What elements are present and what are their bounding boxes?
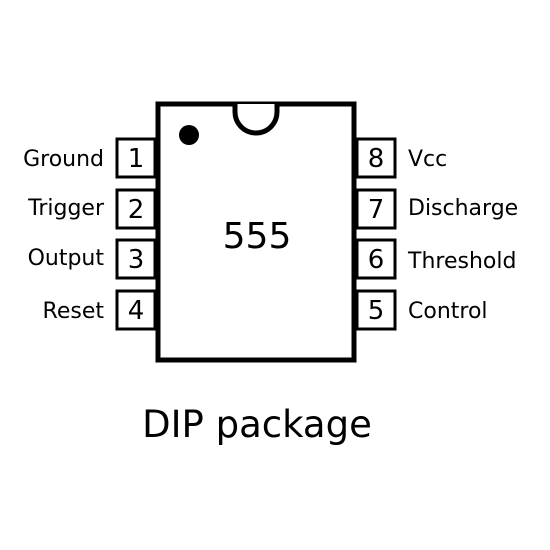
pin-box bbox=[115, 289, 157, 331]
pin-6: 6 Threshold bbox=[355, 238, 516, 280]
pin-box bbox=[115, 137, 157, 179]
pin-number: 5 bbox=[368, 296, 385, 326]
pin1-indicator-dot bbox=[179, 125, 199, 145]
pin-number: 3 bbox=[128, 245, 145, 275]
pin-8: 8 Vcc bbox=[355, 137, 447, 179]
pin-2: 2 Trigger bbox=[27, 188, 157, 230]
chip-name: 555 bbox=[223, 216, 292, 257]
pin-5: 5 Control bbox=[355, 289, 488, 331]
pin-label: Control bbox=[408, 299, 488, 324]
orientation-notch bbox=[232, 104, 280, 136]
pin-number: 2 bbox=[128, 195, 145, 225]
right-pins: 8 Vcc 7 Discharge 6 Threshold 5 Control bbox=[355, 137, 518, 331]
pin-box bbox=[355, 289, 397, 331]
pin-box bbox=[115, 188, 157, 230]
pin-number: 4 bbox=[128, 296, 145, 326]
pin-label: Trigger bbox=[27, 196, 105, 221]
pin-label: Ground bbox=[23, 147, 104, 172]
package-caption: DIP package bbox=[142, 403, 372, 446]
pin-label: Vcc bbox=[408, 147, 447, 172]
pin-1: 1 Ground bbox=[23, 137, 157, 179]
pin-number: 8 bbox=[368, 144, 385, 174]
pin-number: 6 bbox=[368, 245, 385, 275]
pin-box bbox=[355, 188, 397, 230]
chip-body bbox=[155, 101, 357, 363]
pin-label: Reset bbox=[43, 299, 105, 324]
pin-7: 7 Discharge bbox=[355, 188, 518, 230]
pin-3: 3 Output bbox=[28, 238, 157, 280]
pin-number: 1 bbox=[128, 144, 145, 174]
pin-label: Threshold bbox=[407, 249, 516, 274]
pin-box bbox=[355, 238, 397, 280]
pin-box bbox=[115, 238, 157, 280]
pin-number: 7 bbox=[368, 195, 385, 225]
pin-box bbox=[355, 137, 397, 179]
pin-4: 4 Reset bbox=[43, 289, 157, 331]
pin-label: Discharge bbox=[408, 196, 518, 221]
left-pins: 1 Ground 2 Trigger 3 Output 4 Reset bbox=[23, 137, 157, 331]
pin-label: Output bbox=[28, 246, 105, 271]
